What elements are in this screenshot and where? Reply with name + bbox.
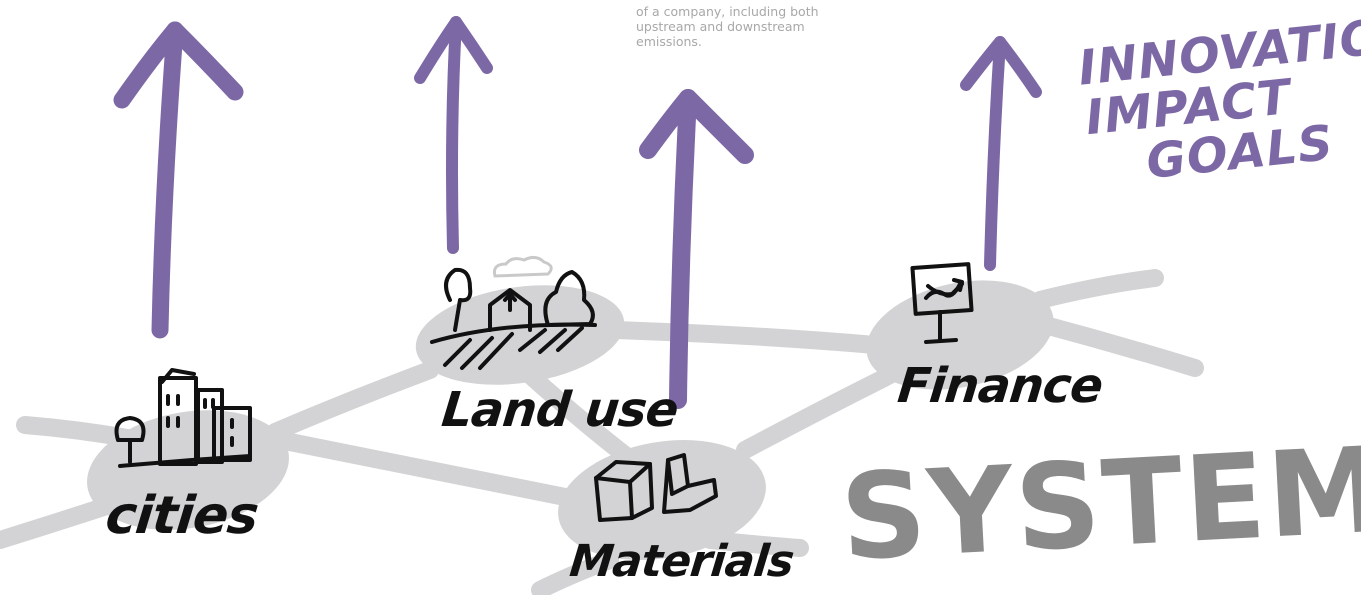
road-land-finance (606, 321, 884, 354)
road-land-materials (521, 366, 634, 464)
caption-text: of a company, including both upstream an… (636, 4, 846, 49)
road-materials-finance (736, 366, 899, 459)
caption-line: upstream and downstream (636, 19, 805, 34)
arrow-finance (960, 36, 1042, 271)
finance-icon (910, 262, 974, 344)
node-label-materials: Materials (567, 536, 796, 587)
systems-title: SYSTEMS (837, 415, 1361, 587)
caption-line: emissions. (636, 34, 702, 49)
hub-finance (866, 280, 1054, 390)
arrow-materials (639, 89, 754, 409)
land-use-icon (430, 267, 597, 370)
road-cities-materials (271, 431, 579, 507)
hub-materials (558, 440, 766, 560)
road-materials-bottom (531, 551, 619, 595)
materials-icon (594, 453, 718, 522)
cities-icon (114, 368, 252, 468)
road-finance-right (1031, 269, 1164, 309)
node-label-cities: cities (102, 486, 261, 546)
caption-line: of a company, including both (636, 4, 819, 19)
road-finance-lower-right (1036, 316, 1204, 377)
road-cities-land (266, 361, 439, 441)
innovation-impact-goals-title: INNOVATION IMPACT GOALS (1076, 5, 1361, 193)
arrow-land-use (414, 16, 493, 254)
hub-land-use (415, 285, 625, 385)
cloud-icon (493, 255, 553, 278)
node-label-finance: Finance (895, 358, 1105, 414)
node-label-land-use: Land use (439, 382, 681, 438)
arrow-cities (113, 21, 244, 339)
impact-arrows (113, 16, 1042, 409)
